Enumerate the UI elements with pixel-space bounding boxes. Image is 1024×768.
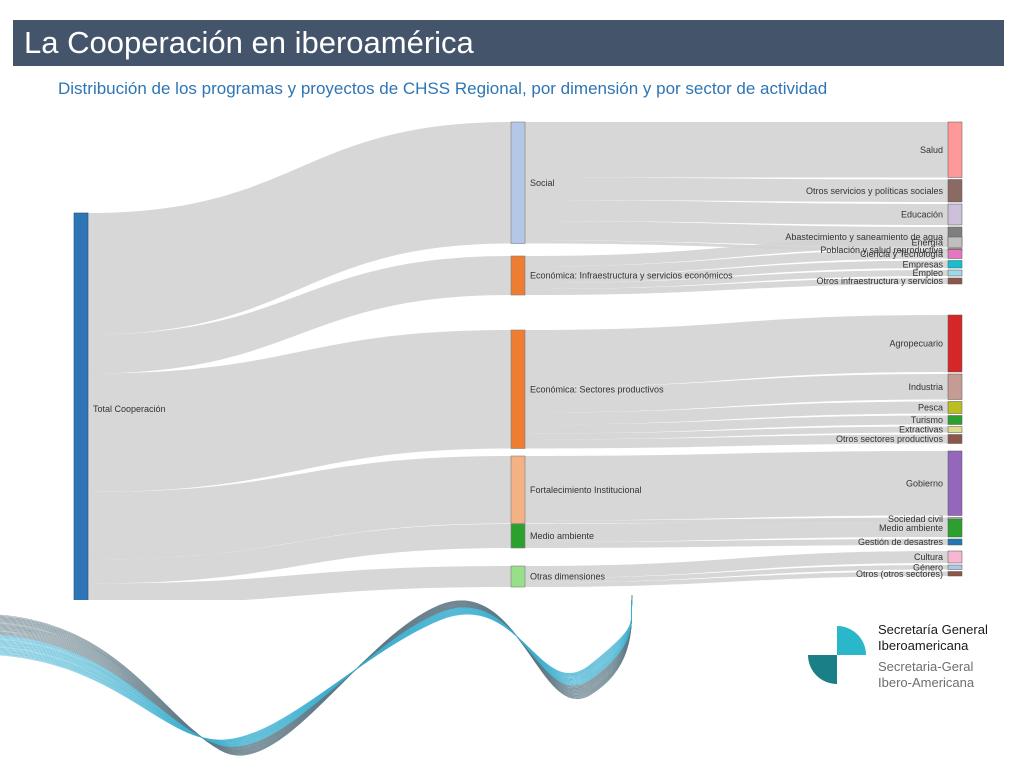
node-label-sector-extractivas: Extractivas bbox=[899, 425, 944, 435]
sgi-logo-mark-icon bbox=[808, 626, 866, 684]
page-subtitle: Distribución de los programas y proyecto… bbox=[58, 79, 828, 98]
node-econ-prod bbox=[510, 329, 526, 449]
node-otras bbox=[510, 565, 526, 588]
node-label-otras: Otras dimensiones bbox=[530, 572, 606, 582]
link-econ-infra-to-ciencia-y-tecnologia bbox=[525, 249, 948, 276]
node-label-econ-prod: Económica: Sectores productivos bbox=[530, 384, 664, 394]
node-label-econ-infra: Económica: Infraestructura y servicios e… bbox=[530, 271, 733, 281]
link-econ-infra-to-empleo bbox=[525, 270, 948, 289]
node-medio-ambiente bbox=[510, 523, 526, 549]
node-label-sector-ciencia-y-tecnologia: Ciencia y Tecnología bbox=[860, 249, 943, 259]
link-econ-infra-to-otros-infraestructura-y-servicios bbox=[525, 278, 948, 295]
node-label-sector-energia: Energía bbox=[911, 237, 943, 247]
link-otras-to-cultura bbox=[525, 551, 948, 578]
node-sector-medio-ambiente bbox=[947, 518, 963, 538]
node-econ-infra bbox=[510, 255, 526, 296]
link-social-to-otros-servicios-y-politicas-sociales bbox=[525, 177, 948, 202]
node-sector-otros-infraestructura-y-servicios bbox=[947, 277, 963, 285]
link-total-to-econ-prod bbox=[88, 330, 511, 492]
node-sector-otros-servicios-y-politicas-sociales bbox=[947, 179, 963, 203]
node-label-total-cooperacion: Total Cooperación bbox=[93, 404, 166, 414]
link-social-to-educacion bbox=[525, 200, 948, 225]
title-bar: La Cooperación en iberoamérica bbox=[13, 20, 1004, 66]
node-social bbox=[510, 121, 526, 244]
link-econ-infra-to-empresas bbox=[525, 260, 948, 283]
logo-text-line2: Iberoamericana bbox=[878, 638, 969, 653]
wave-lines bbox=[0, 594, 633, 756]
node-sector-gobierno bbox=[947, 450, 963, 516]
link-social-to-salud bbox=[525, 122, 948, 178]
node-label-sector-turismo: Turismo bbox=[911, 415, 943, 425]
node-label-sector-empresas: Empresas bbox=[902, 259, 943, 269]
node-label-sector-gestion-de-desastres: Gestión de desastres bbox=[858, 537, 944, 547]
link-econ-prod-to-pesca bbox=[525, 401, 948, 425]
node-label-sector-pesca: Pesca bbox=[918, 403, 943, 413]
link-medio-ambiente-to-gestion-de-desastres bbox=[525, 539, 948, 548]
node-label-sector-medio-ambiente: Medio ambiente bbox=[879, 523, 943, 533]
node-sector-otros-sectores-productivos bbox=[947, 434, 963, 444]
node-label-sector-gobierno: Gobierno bbox=[906, 478, 943, 488]
node-sector-cultura bbox=[947, 550, 963, 564]
node-fortalecimiento bbox=[510, 455, 526, 524]
node-sector-energia bbox=[947, 236, 963, 248]
link-econ-prod-to-industria bbox=[525, 374, 948, 413]
node-sector-extractivas bbox=[947, 426, 963, 433]
logo-text-line4: Ibero-Americana bbox=[878, 675, 975, 690]
link-otras-to-otros-otros-sectores bbox=[525, 571, 948, 587]
node-label-sector-empleo: Empleo bbox=[912, 268, 943, 278]
node-label-sector-abastecimiento-y-saneamiento-de-agua: Abastecimiento y saneamiento de agua bbox=[785, 232, 943, 242]
link-total-to-econ-infra bbox=[88, 256, 511, 374]
node-label-sector-sociedad-civil: Sociedad civil bbox=[888, 514, 943, 524]
node-label-sector-otros-otros-sectores: Otros (otros sectores) bbox=[856, 569, 943, 579]
link-total-to-social bbox=[88, 122, 511, 335]
node-sector-otros-otros-sectores bbox=[947, 571, 963, 577]
node-label-sector-otros-sectores-productivos: Otros sectores productivos bbox=[836, 434, 944, 444]
node-label-sector-otros-servicios-y-politicas-sociales: Otros servicios y políticas sociales bbox=[806, 186, 944, 196]
link-total-to-fortalecimiento bbox=[88, 456, 511, 560]
link-medio-ambiente-to-medio-ambiente bbox=[525, 519, 948, 542]
decorative-wave bbox=[0, 594, 633, 756]
link-econ-prod-to-otros-sectores-productivos bbox=[525, 434, 948, 449]
link-fortalecimiento-to-gobierno bbox=[525, 451, 948, 521]
node-total-cooperacion bbox=[73, 212, 89, 600]
page-title: La Cooperación en iberoamérica bbox=[24, 25, 474, 60]
node-sector-industria bbox=[947, 373, 963, 400]
node-sector-educacion bbox=[947, 203, 963, 226]
link-econ-prod-to-turismo bbox=[525, 415, 948, 434]
link-econ-infra-to-energia bbox=[525, 237, 948, 267]
logo-text-line3: Secretaria-Geral bbox=[878, 659, 974, 674]
link-econ-prod-to-extractivas bbox=[525, 426, 948, 440]
node-label-sector-industria: Industria bbox=[908, 382, 943, 392]
node-label-sector-agropecuario: Agropecuario bbox=[889, 339, 943, 349]
node-sector-gestion-de-desastres bbox=[947, 538, 963, 546]
node-label-sector-salud: Salud bbox=[920, 145, 943, 155]
node-label-fortalecimiento: Fortalecimiento Institucional bbox=[530, 485, 642, 495]
node-sector-ciencia-y-tecnologia bbox=[947, 249, 963, 259]
sankey-nodes bbox=[73, 121, 963, 600]
logo-text-line1: Secretaría General bbox=[878, 622, 988, 637]
node-sector-turismo bbox=[947, 415, 963, 425]
link-fortalecimiento-to-sociedad-civil bbox=[525, 517, 948, 524]
node-label-medio-ambiente: Medio ambiente bbox=[530, 531, 594, 541]
link-econ-prod-to-agropecuario bbox=[525, 315, 948, 387]
node-label-sector-educacion: Educación bbox=[901, 210, 943, 220]
node-sector-empleo bbox=[947, 269, 963, 277]
node-label-sector-cultura: Cultura bbox=[914, 552, 943, 562]
node-sector-agropecuario bbox=[947, 314, 963, 373]
node-sector-empresas bbox=[947, 260, 963, 269]
node-label-sector-poblacion-y-salud-reproductiva: Población y salud reproductiva bbox=[820, 245, 943, 255]
sankey-links bbox=[88, 122, 948, 600]
node-sector-pesca bbox=[947, 401, 963, 414]
node-label-sector-otros-infraestructura-y-servicios: Otros infraestructura y servicios bbox=[816, 276, 943, 286]
link-total-to-otras bbox=[88, 566, 511, 600]
node-label-sector-genero: Género bbox=[913, 562, 943, 572]
sgi-logo: Secretaría General Iberoamericana Secret… bbox=[806, 622, 1006, 694]
node-sector-salud bbox=[947, 121, 963, 178]
node-label-social: Social bbox=[530, 178, 555, 188]
link-total-to-medio-ambiente bbox=[88, 524, 511, 584]
node-sector-genero bbox=[947, 564, 963, 570]
link-otras-to-genero bbox=[525, 565, 948, 583]
